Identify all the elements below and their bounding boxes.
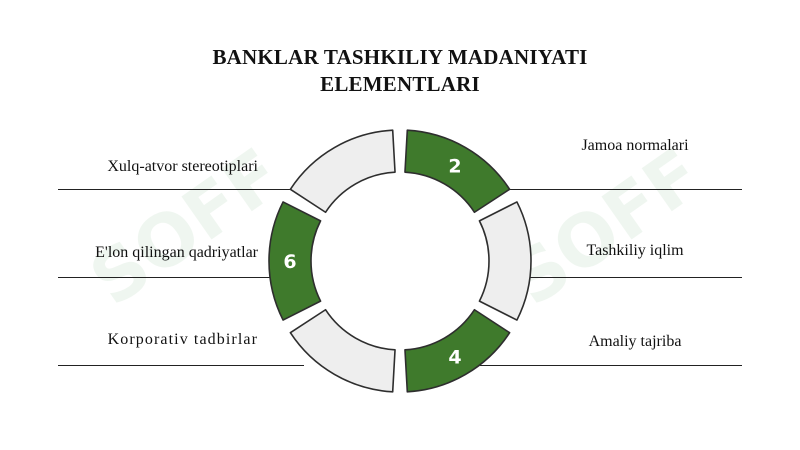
label-elon-qadriyatlar: E'lon qilingan qadriyatlar (95, 244, 258, 261)
left-divider-2 (58, 277, 274, 278)
ring-segment-3 (404, 308, 511, 393)
label-jamoa-normalari: Jamoa normalari (581, 137, 689, 154)
left-divider-3 (58, 365, 304, 366)
ring-segment-2 (478, 201, 532, 321)
ring-segment-4 (289, 308, 396, 393)
ring-segment-5 (268, 201, 322, 321)
title-line-2: ELEMENTLARI (320, 72, 480, 96)
label-amaliy-tajriba: Amaliy tajriba (588, 333, 682, 350)
left-divider-1 (58, 189, 294, 190)
right-divider-1 (502, 189, 742, 190)
title-line-1: BANKLAR TASHKILIY MADANIYATI (212, 45, 588, 69)
ring-segment-6 (289, 129, 396, 214)
segment-number-4: 4 (448, 346, 461, 368)
right-divider-2 (525, 277, 742, 278)
segment-number-2: 2 (448, 156, 461, 178)
label-tashkiliy-iqlim: Tashkiliy iqlim (586, 242, 684, 259)
segment-number-6: 6 (283, 251, 296, 273)
label-korporativ-tadbirlar: Korporativ tadbirlar (107, 331, 258, 348)
right-divider-3 (480, 365, 742, 366)
diagram-title: BANKLAR TASHKILIY MADANIYATI ELEMENTLARI (0, 44, 800, 98)
ring-segment-1 (404, 129, 511, 214)
label-xulq-atvor: Xulq-atvor stereotiplari (107, 158, 258, 175)
